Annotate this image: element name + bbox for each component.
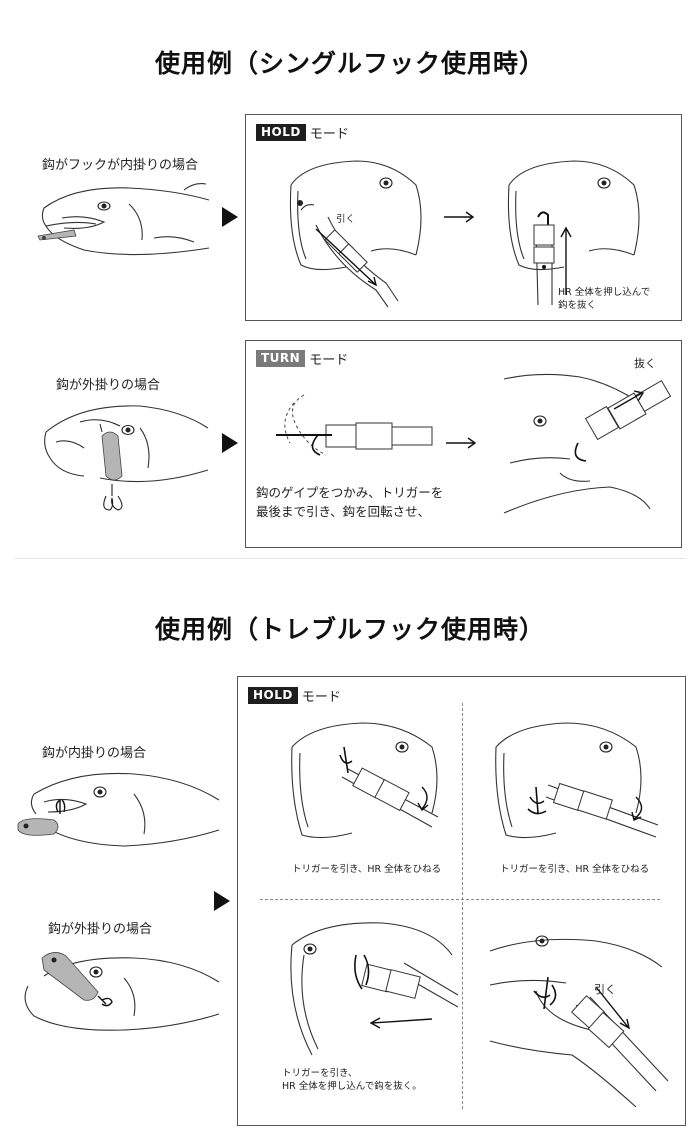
treble-step-bl-illustration xyxy=(282,915,458,1065)
hold-step2-illustration xyxy=(494,155,644,315)
push-note-line2: 鈎を抜く xyxy=(558,300,597,311)
hold-mode-panel-single: HOLD モード 引く xyxy=(245,114,682,321)
turn-step2-illustration xyxy=(500,363,676,543)
hold-step1-illustration xyxy=(276,155,426,315)
section-divider xyxy=(14,558,686,559)
next-step-arrow-icon xyxy=(442,209,476,225)
hold-mode-panel-treble: HOLD モード トリガーを引き、HR 全体をひねる xyxy=(237,676,686,1126)
hold-mode-badge: HOLD xyxy=(248,687,298,704)
note-push-bl-line1: トリガーを引き、 xyxy=(282,1068,358,1079)
play-arrow-icon xyxy=(222,207,238,227)
turn-step1-illustration xyxy=(266,385,446,475)
fish-inner-treble-illustration xyxy=(14,764,224,864)
mode-label: モード xyxy=(301,690,341,705)
pull-out-label: 抜く xyxy=(634,357,656,370)
section-title-treble-hook: 使用例（トレブルフック使用時） xyxy=(154,615,545,644)
note-twist-tl: トリガーを引き、HR 全体をひねる xyxy=(292,864,442,875)
play-arrow-icon xyxy=(214,891,230,911)
case-label-outer-hook: 鈎が外掛りの場合 xyxy=(56,378,161,393)
fish-outer-treble-illustration xyxy=(14,942,224,1042)
quadrant-divider-vertical xyxy=(462,703,463,1109)
pull-label-br: 引く xyxy=(594,983,616,996)
treble-step-tr-illustration xyxy=(486,717,666,857)
quadrant-divider-horizontal xyxy=(260,899,660,900)
treble-step-tl-illustration xyxy=(282,717,452,857)
pull-label: 引く xyxy=(336,214,356,225)
push-note-line1: HR 全体を押し込んで xyxy=(558,287,651,298)
section-title-single-hook: 使用例（シングルフック使用時） xyxy=(154,49,545,78)
hold-mode-badge: HOLD xyxy=(256,124,306,141)
mode-label: モード xyxy=(309,353,349,368)
play-arrow-icon xyxy=(222,433,238,453)
next-step-arrow-icon xyxy=(444,435,478,451)
fish-inner-hook-illustration xyxy=(34,178,214,268)
turn-mode-badge: TURN xyxy=(256,350,306,367)
mode-label: モード xyxy=(309,127,349,142)
note-push-bl-line2: HR 全体を押し込んで鈎を抜く。 xyxy=(282,1081,422,1092)
turn-mode-panel-single: TURN モード xyxy=(245,340,682,548)
fish-outer-hook-illustration xyxy=(40,398,210,520)
note-twist-tr: トリガーを引き、HR 全体をひねる xyxy=(500,864,650,875)
case-label-inner-hook: 鈎がフックが内掛りの場合 xyxy=(42,158,199,173)
turn-instruction-line1: 鈎のゲイプをつかみ、トリガーを xyxy=(256,485,444,500)
case-label-outer-hook-treble: 鈎が外掛りの場合 xyxy=(48,922,153,937)
turn-instruction-line2: 最後まで引き、鈎を回転させ、 xyxy=(256,504,431,519)
treble-step-br-illustration xyxy=(486,921,672,1111)
case-label-inner-hook-treble: 鈎が内掛りの場合 xyxy=(42,746,147,761)
